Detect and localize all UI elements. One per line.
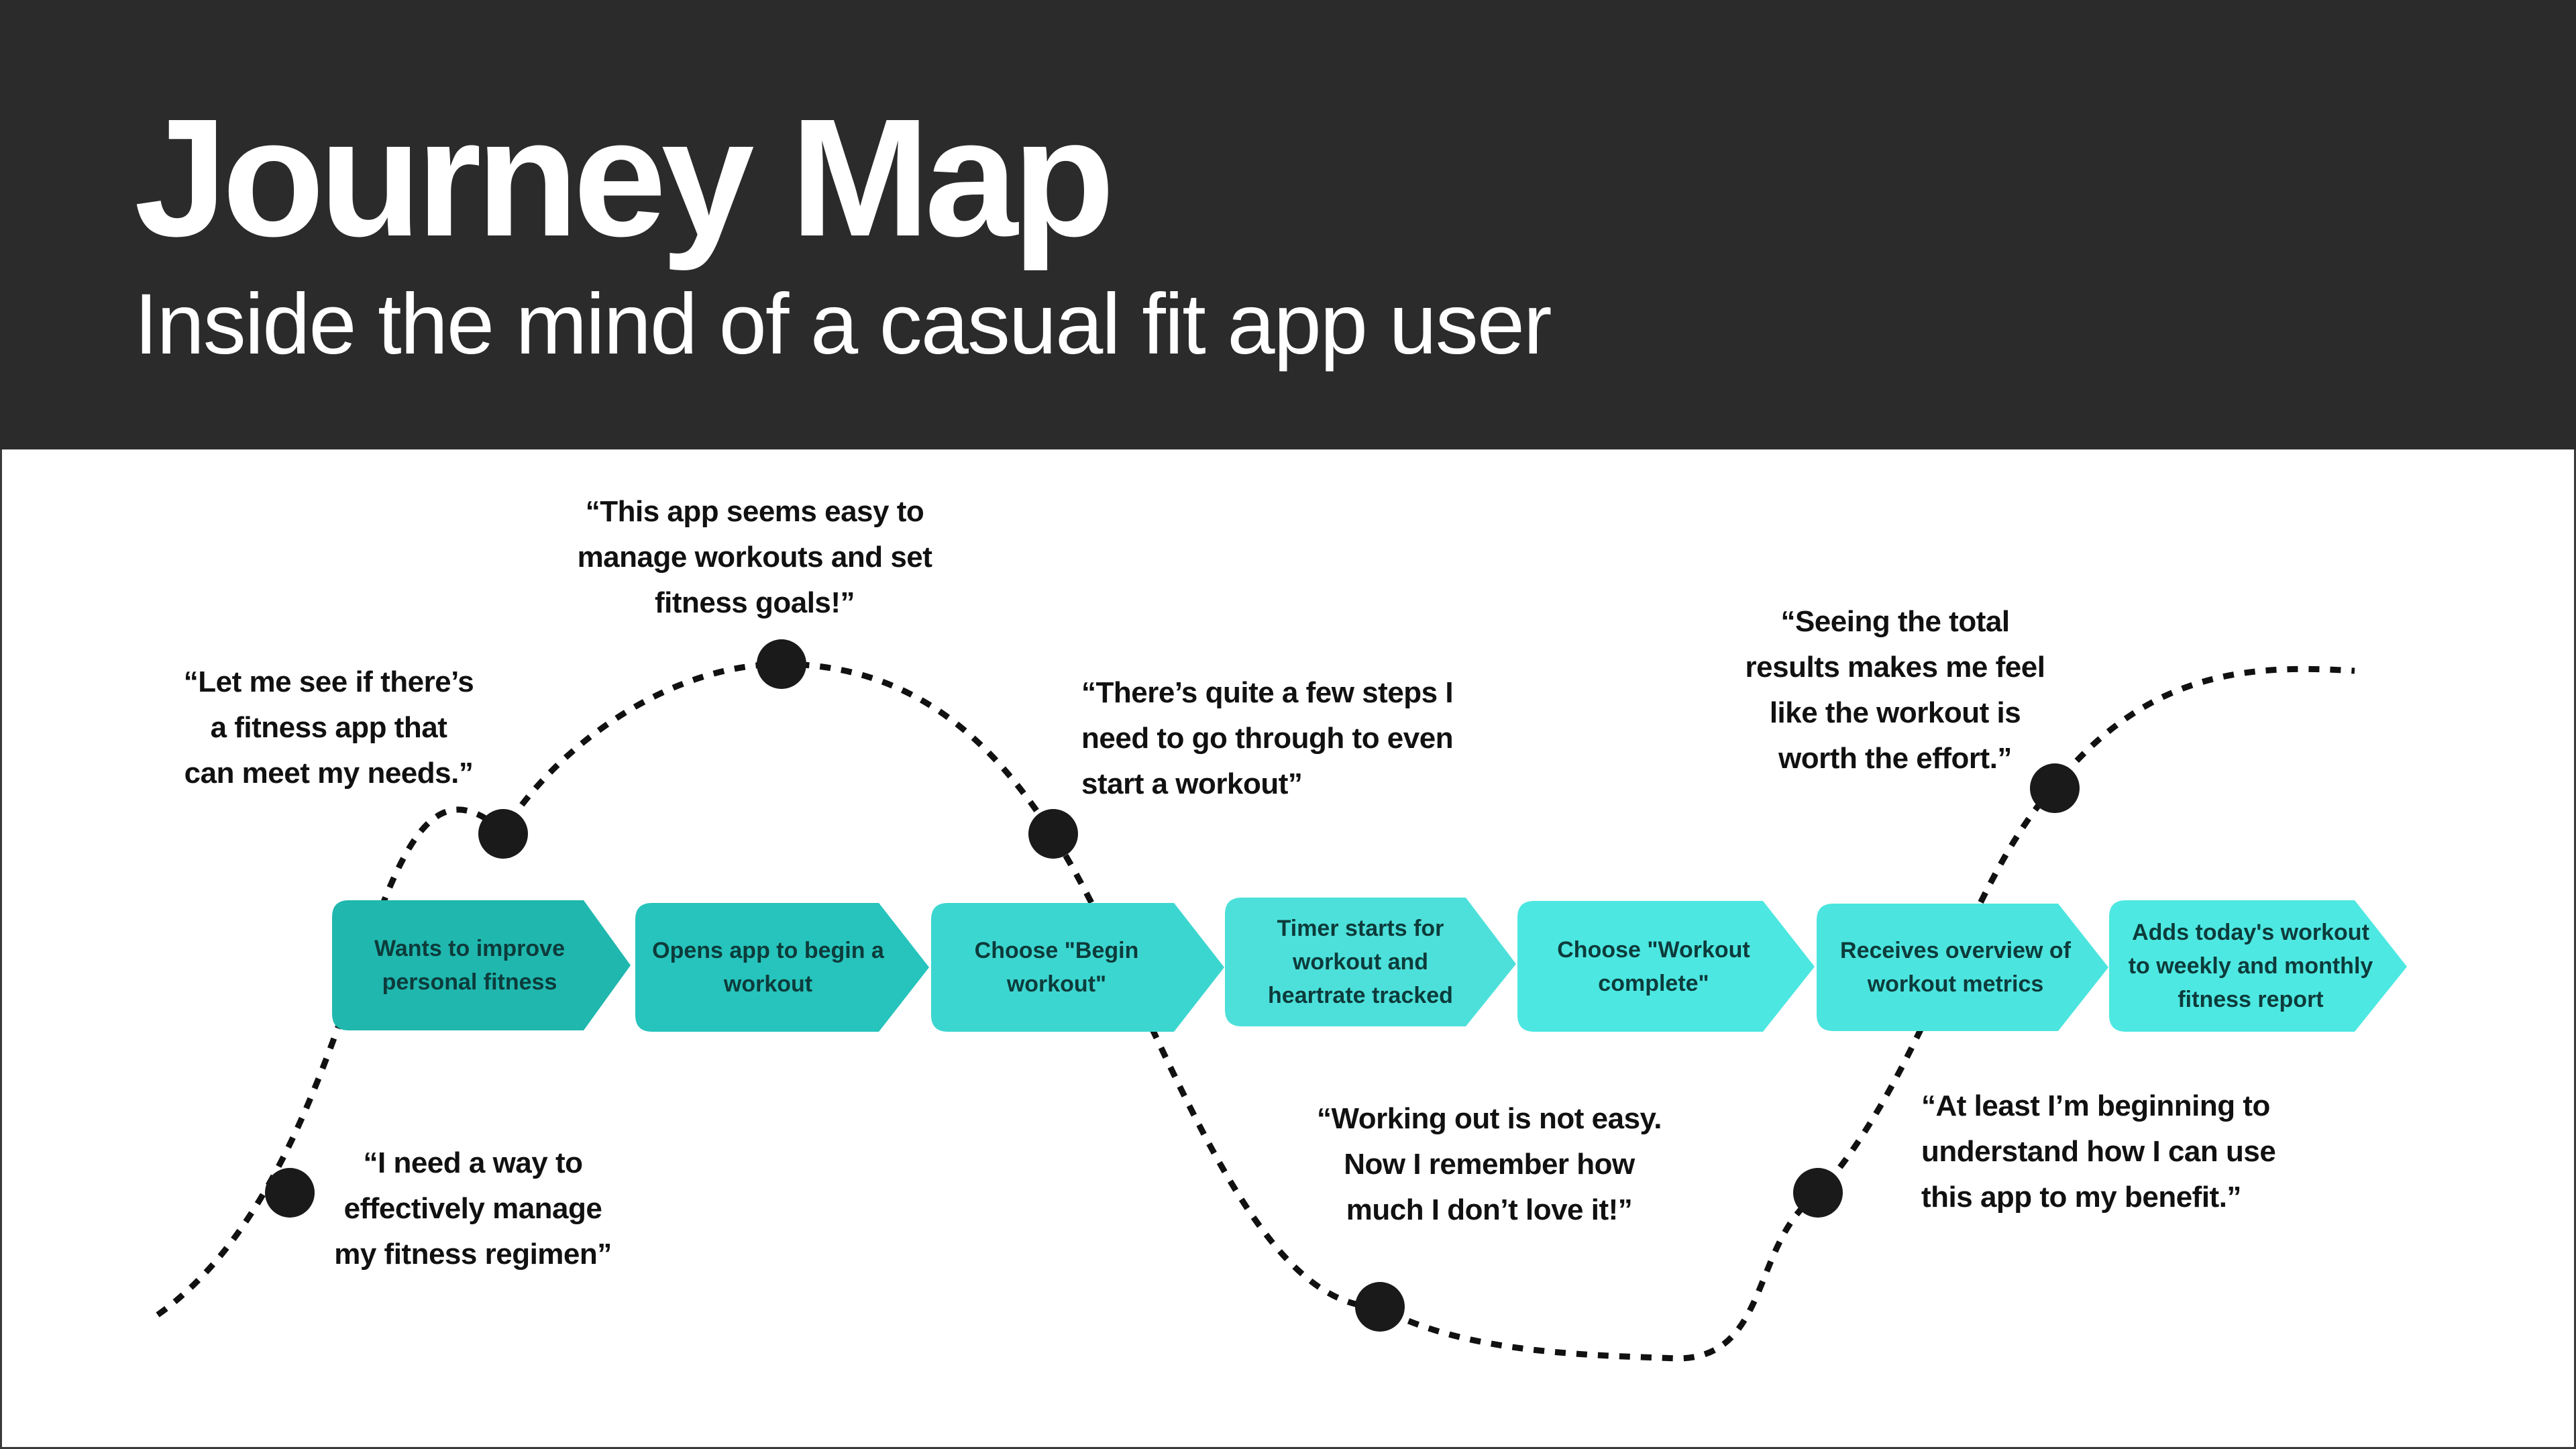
page-title: Journey Map — [134, 84, 1115, 271]
step-chevron-7 — [2109, 900, 2407, 1032]
step-label-1: Wants to improve personal fitness — [374, 936, 565, 995]
step-chevron-6 — [1817, 904, 2108, 1031]
quote-1: “I need a way to effectively manage my f… — [334, 1146, 612, 1271]
step-label-2: Opens app to begin a workout — [652, 938, 884, 997]
quote-5: “Working out is not easy. Now I remember… — [1317, 1102, 1662, 1226]
step-label-3: Choose "Begin workout" — [974, 938, 1139, 997]
marker-2 — [478, 809, 528, 859]
curve-markers — [265, 639, 2080, 1332]
step-label-7: Adds today's workout to weekly and month… — [2128, 920, 2373, 1012]
marker-7 — [2030, 763, 2080, 813]
step-chevrons — [332, 898, 2407, 1032]
step-label-6: Receives overview of workout metrics — [1840, 938, 2071, 997]
step-label-4: Timer starts for workout and heartrate t… — [1268, 916, 1453, 1008]
quote-4: “There’s quite a few steps I need to go … — [1081, 676, 1454, 800]
marker-5 — [1355, 1282, 1405, 1332]
marker-1 — [265, 1168, 315, 1218]
marker-4 — [1028, 809, 1078, 859]
quote-3: “This app seems easy to manage workouts … — [577, 495, 932, 619]
frame-right-border — [2574, 449, 2576, 1449]
step-chevron-4 — [1225, 898, 1516, 1026]
quote-2: “Let me see if there’s a fitness app tha… — [183, 665, 474, 790]
quote-6: “At least I’m beginning to understand ho… — [1921, 1089, 2276, 1214]
marker-6 — [1793, 1168, 1843, 1218]
marker-3 — [757, 639, 806, 689]
quote-7: “Seeing the total results makes me feel … — [1745, 605, 2045, 775]
step-label-5: Choose "Workout complete" — [1557, 936, 1750, 996]
step-chevron-2 — [635, 903, 929, 1032]
step-chevron-3 — [931, 903, 1224, 1032]
header-banner: Journey Map Inside the mind of a casual … — [0, 0, 2576, 449]
step-chevron-5 — [1517, 901, 1815, 1032]
frame-left-border — [0, 449, 2, 1449]
frame-bottom-border — [0, 1447, 2576, 1449]
step-chevron-1 — [332, 900, 631, 1030]
page-subtitle: Inside the mind of a casual fit app user — [134, 276, 1552, 372]
